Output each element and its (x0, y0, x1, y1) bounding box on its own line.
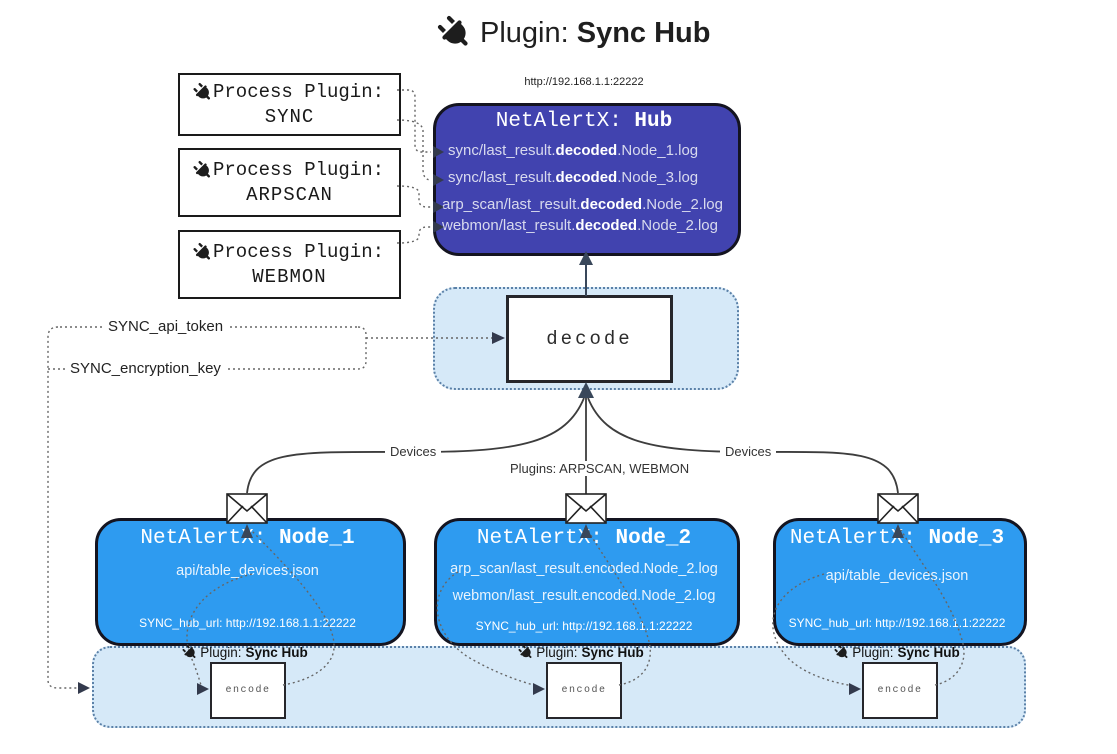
edge-label-devices-left: Devices (385, 444, 442, 459)
hub-title: NetAlertX: Hub (495, 110, 673, 133)
encoder-plugin-label: Plugin:Sync Hub (520, 645, 644, 660)
decode-box: decode (506, 295, 673, 383)
page-title-text: Plugin: Sync Hub (480, 16, 711, 49)
encode-box: encode (862, 662, 938, 719)
hub-box (433, 103, 741, 256)
plug-icon (191, 158, 216, 183)
plug-icon (181, 643, 200, 662)
sync-api-token-label: SYNC_api_token (104, 318, 228, 335)
process-plugin-label: Process Plugin: (212, 81, 385, 103)
node-2-file: arp_scan/last_result.encoded.Node_2.log (450, 561, 718, 577)
hub-log-line: sync/last_result.decoded.Node_3.log (448, 169, 699, 186)
process-plugin-name: SYNC (264, 106, 315, 128)
node-3-title: NetAlertX: Node_3 (789, 527, 1005, 550)
node-3-hub-url: SYNC_hub_url: http://192.168.1.1:22222 (788, 616, 1006, 630)
process-plugin-label: Process Plugin: (212, 241, 385, 263)
plug-icon (432, 10, 477, 55)
plug-icon (191, 80, 216, 105)
edge-label-plugins: Plugins: ARPSCAN, WEBMON (505, 461, 695, 476)
process-plugin-sync: Process Plugin: SYNC (178, 73, 401, 136)
node-2-file: webmon/last_result.encoded.Node_2.log (452, 588, 716, 604)
edge-label-devices-right: Devices (720, 444, 777, 459)
plug-icon (833, 643, 852, 662)
node-1-hub-url: SYNC_hub_url: http://192.168.1.1:22222 (139, 616, 356, 630)
encoder-plugin-label: Plugin:Sync Hub (184, 645, 308, 660)
encode-box: encode (546, 662, 622, 719)
process-plugin-name: ARPSCAN (246, 184, 333, 206)
node-1-title: NetAlertX: Node_1 (140, 527, 355, 550)
encoder-plugin-label: Plugin:Sync Hub (836, 645, 960, 660)
process-plugin-label: Process Plugin: (212, 159, 385, 181)
plug-icon (191, 240, 216, 265)
hub-log-line: arp_scan/last_result.decoded.Node_2.log (442, 196, 723, 213)
hub-log-line: sync/last_result.decoded.Node_1.log (448, 142, 699, 159)
encode-box: encode (210, 662, 286, 719)
page-title: Plugin: Sync Hub (440, 16, 710, 50)
process-plugin-name: WEBMON (252, 266, 327, 288)
process-plugin-arpscan: Process Plugin: ARPSCAN (178, 148, 401, 217)
plug-icon (517, 643, 536, 662)
node-2-title: NetAlertX: Node_2 (476, 527, 692, 550)
node-1-file: api/table_devices.json (176, 563, 319, 579)
process-plugin-webmon: Process Plugin: WEBMON (178, 230, 401, 299)
node-3-file: api/table_devices.json (825, 568, 969, 584)
hub-url-label: http://192.168.1.1:22222 (524, 76, 644, 88)
hub-log-line: webmon/last_result.decoded.Node_2.log (442, 217, 718, 234)
sync-encryption-key-label: SYNC_encryption_key (66, 360, 225, 377)
node-2-hub-url: SYNC_hub_url: http://192.168.1.1:22222 (475, 619, 693, 633)
